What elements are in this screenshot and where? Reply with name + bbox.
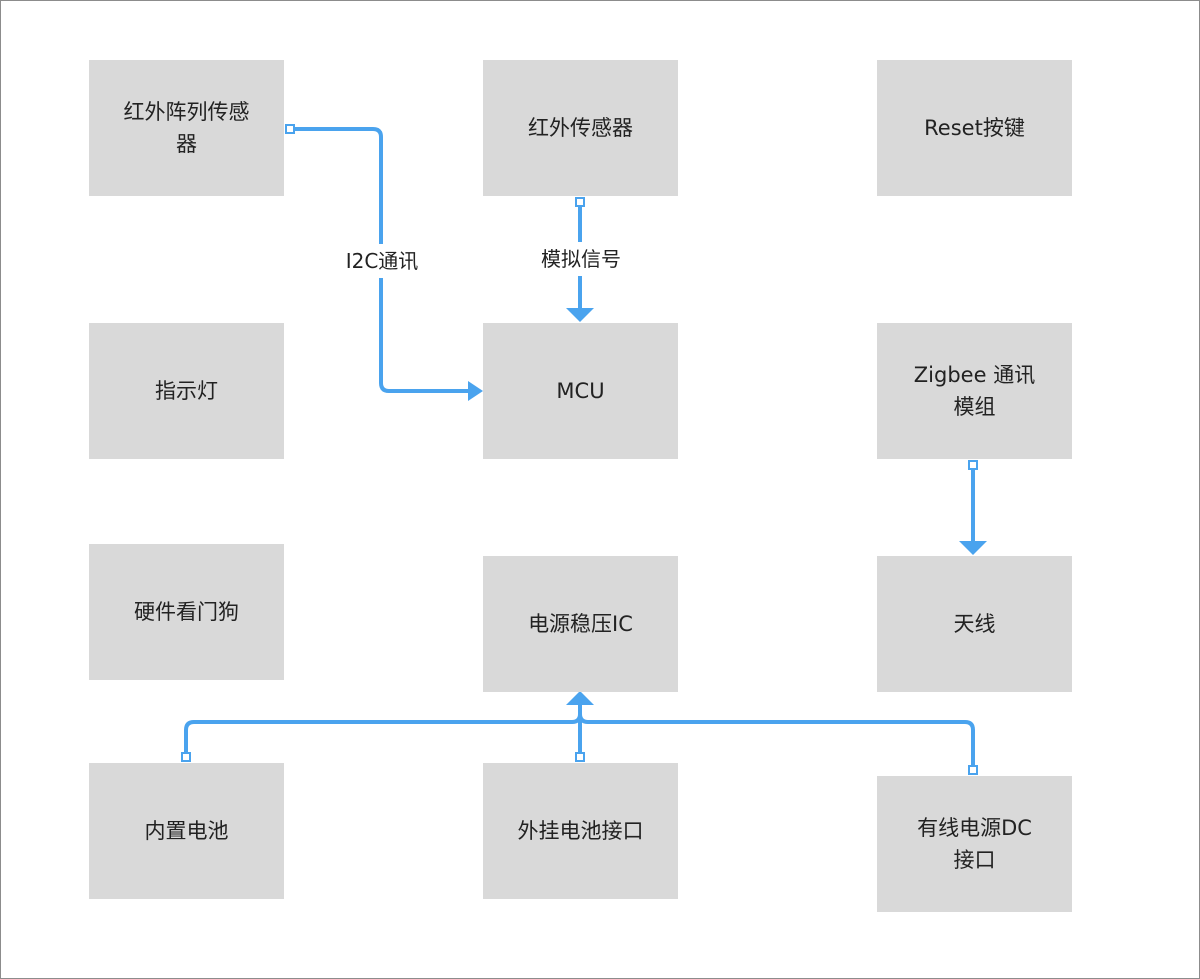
- port-ext-battery: [575, 752, 585, 762]
- connector-dc-regulator: [578, 713, 975, 770]
- port-ir-array: [285, 124, 295, 134]
- node-label: 指示灯: [155, 379, 218, 403]
- node-antenna[interactable]: 天线: [877, 556, 1072, 692]
- edge-label-i2c: I2C通讯: [339, 244, 425, 278]
- node-label: 外挂电池接口: [517, 819, 644, 843]
- node-indicator-led[interactable]: 指示灯: [89, 323, 284, 459]
- node-dc-power-port[interactable]: 有线电源DC 接口: [877, 776, 1072, 912]
- port-battery: [181, 752, 191, 762]
- node-label: Zigbee 通讯 模组: [913, 363, 1036, 419]
- node-label: 内置电池: [144, 819, 229, 843]
- node-power-regulator-ic[interactable]: 电源稳压IC: [483, 556, 678, 692]
- port-dc: [968, 765, 978, 775]
- node-label: MCU: [556, 379, 605, 403]
- node-label: 红外传感器: [528, 116, 633, 140]
- port-ir-sensor: [575, 197, 585, 207]
- arrowhead-analog: [566, 308, 594, 322]
- node-label: 有线电源DC 接口: [917, 816, 1032, 872]
- arrowhead-regulator: [566, 691, 594, 705]
- connector-ports: [181, 124, 978, 775]
- node-zigbee-module[interactable]: Zigbee 通讯 模组: [877, 323, 1072, 459]
- node-label: 硬件看门狗: [134, 600, 239, 624]
- node-label: 电源稳压IC: [528, 612, 633, 636]
- connector-battery-regulator: [184, 705, 582, 757]
- arrowhead-i2c: [468, 381, 483, 401]
- node-label: Reset按键: [924, 116, 1025, 140]
- node-reset-button[interactable]: Reset按键: [877, 60, 1072, 196]
- node-label: 天线: [953, 612, 996, 636]
- node-label: 红外阵列传感 器: [123, 100, 250, 156]
- port-zigbee: [968, 460, 978, 470]
- node-ir-array-sensor[interactable]: 红外阵列传感 器: [89, 60, 284, 196]
- arrowheads: [468, 308, 987, 705]
- arrowhead-antenna: [959, 541, 987, 555]
- node-internal-battery[interactable]: 内置电池: [89, 763, 284, 899]
- node-ir-sensor[interactable]: 红外传感器: [483, 60, 678, 196]
- node-mcu[interactable]: MCU: [483, 323, 678, 459]
- node-external-battery-port[interactable]: 外挂电池接口: [483, 763, 678, 899]
- edge-label-analog: 模拟信号: [535, 242, 627, 276]
- node-hardware-watchdog[interactable]: 硬件看门狗: [89, 544, 284, 680]
